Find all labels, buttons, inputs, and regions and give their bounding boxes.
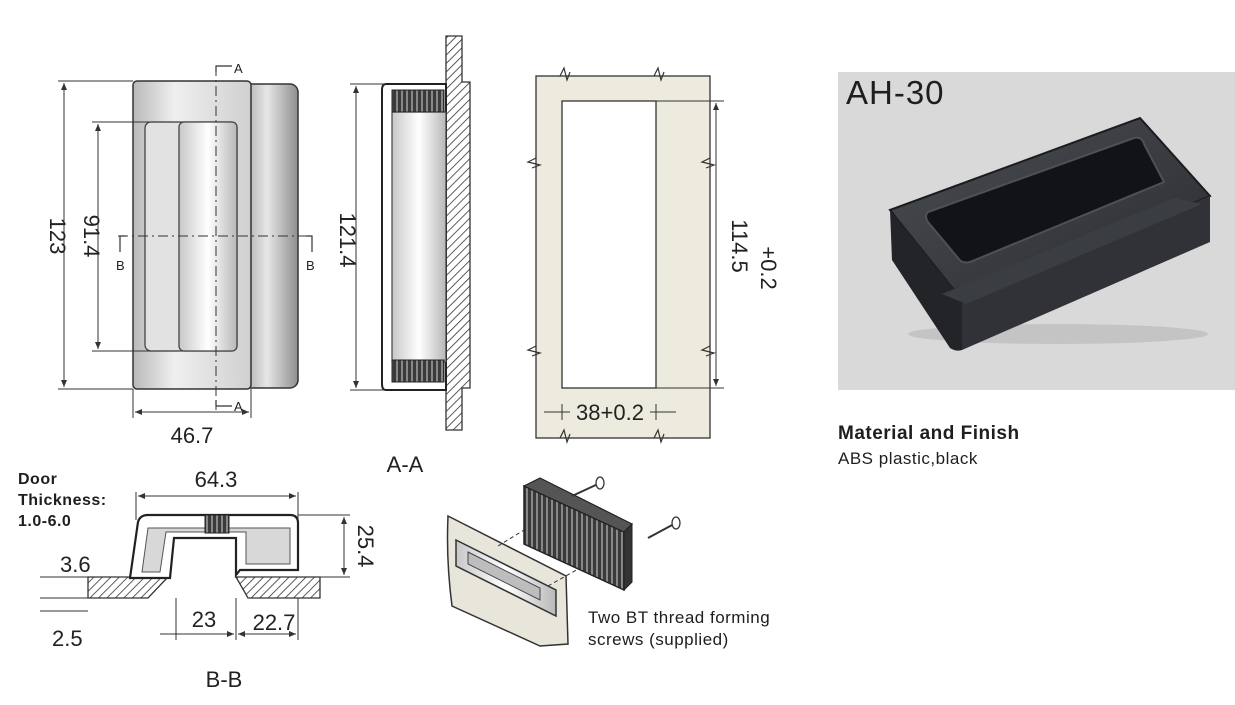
dim-64-3: 64.3 — [195, 467, 238, 492]
door-panel-hatched — [445, 35, 471, 431]
door-left-hatched — [87, 576, 170, 599]
section-aa: 121.4 A-A — [335, 35, 471, 477]
dim-22-7: 22.7 — [253, 610, 296, 635]
marker-a-bottom: A — [234, 399, 243, 414]
dim-3-6: 3.6 — [60, 552, 91, 577]
product-photo: AH-30 — [838, 72, 1235, 390]
material-title: Material and Finish — [838, 423, 1020, 444]
dim-25-4: 25.4 — [353, 525, 378, 568]
install-handle-recess — [467, 551, 541, 601]
marker-a-top: A — [234, 61, 243, 76]
section-marker-a-bottom — [215, 400, 232, 407]
dim-2-5: 2.5 — [52, 626, 83, 651]
screws-note-line: Two BT thread forming — [588, 608, 771, 627]
screws-note-line: screws (supplied) — [588, 630, 729, 649]
dim-23: 23 — [192, 607, 216, 632]
cutout-view: 114.5 +0.2 38+0.2 — [526, 66, 781, 445]
section-bb: 64.3 25.4 3.6 2.5 23 22.7 B-B — [40, 467, 378, 692]
screw-icon — [571, 476, 605, 497]
door-thickness-line: Thickness: — [18, 492, 107, 509]
screw-icon — [647, 516, 681, 539]
marker-b-right: B — [306, 258, 315, 273]
product-image — [888, 116, 1212, 351]
dim-114-5-tol: +0.2 — [756, 246, 781, 289]
screws-note: Two BT thread forming screws (supplied) — [588, 607, 770, 651]
screw-boss-bottom — [391, 359, 445, 383]
dim-123: 123 — [45, 218, 70, 255]
handle-cup-inner — [391, 111, 447, 363]
screw-boss-top — [391, 89, 445, 113]
dim-38: 38+0.2 — [576, 400, 644, 425]
section-aa-label: A-A — [387, 452, 424, 477]
cutout-opening — [561, 100, 657, 389]
section-marker-b-right — [306, 235, 313, 252]
handle-bb-inner — [141, 527, 291, 573]
material-text: ABS plastic,black — [838, 449, 978, 468]
door-thickness-note: Door Thickness: 1.0-6.0 — [18, 469, 107, 532]
door-thickness-line: Door — [18, 471, 58, 488]
marker-b-left: B — [116, 258, 125, 273]
dim-121-4: 121.4 — [335, 212, 360, 267]
front-view: A A B B 123 91.4 46.7 — [45, 61, 315, 448]
section-marker-a-top — [215, 65, 232, 72]
model-name: AH-30 — [846, 74, 945, 111]
dim-46-7: 46.7 — [171, 423, 214, 448]
handle-bb-boss — [204, 514, 230, 534]
door-right-hatched — [234, 576, 321, 599]
dim-91-4: 91.4 — [79, 215, 104, 258]
section-marker-b-left — [119, 235, 126, 252]
install-sketch — [446, 476, 681, 647]
door-thickness-line: 1.0-6.0 — [18, 513, 72, 530]
section-bb-label: B-B — [206, 667, 243, 692]
dim-114-5: 114.5 — [727, 219, 752, 272]
